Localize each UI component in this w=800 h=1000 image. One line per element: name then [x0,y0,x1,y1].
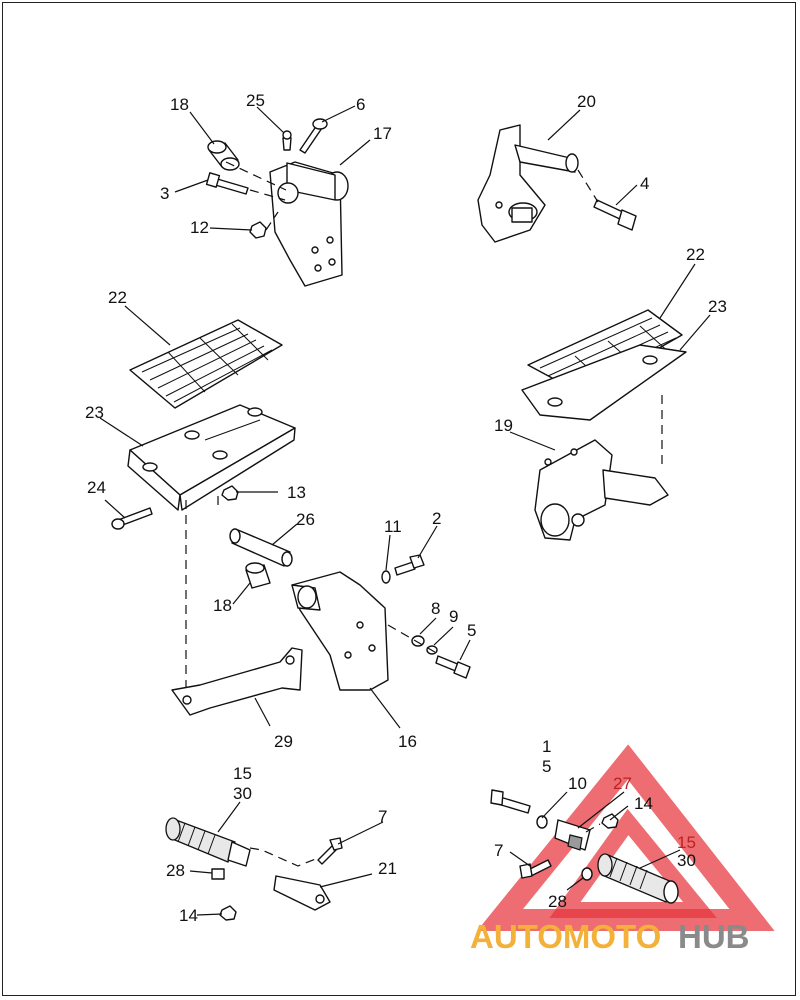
callout-14-right: 14 [634,794,653,813]
callout-28-left: 28 [166,861,185,880]
callout-16: 16 [398,732,417,751]
bracket-17-tube [286,162,336,201]
clip-28-right [581,867,593,881]
callout-7-right: 7 [494,841,503,860]
callout-6: 6 [356,95,365,114]
bolt-7-left [317,837,343,865]
callout-27: 27 [613,774,632,793]
callout-23-right: 23 [708,297,727,316]
callout-7-left: 7 [378,807,387,826]
callout-29: 29 [274,732,293,751]
footpeg-15-right [597,853,679,904]
leader-lines [99,105,711,916]
callout-15-left: 15 [233,764,252,783]
callout-25: 25 [246,91,265,110]
nut-13 [221,485,239,501]
bolt-7-right [519,859,552,879]
callout-4: 4 [640,174,649,193]
callout-22-right: 22 [686,245,705,264]
callout-21: 21 [378,859,397,878]
callout-8: 8 [431,599,440,618]
screw-6 [299,118,328,154]
mount-27 [554,819,591,851]
watermark-triangle-inner [549,808,717,918]
callout-9: 9 [449,607,458,626]
callout-24: 24 [87,478,106,497]
callout-30-left: 30 [233,784,252,803]
callout-28-right: 28 [548,892,567,911]
nut-12 [249,221,267,239]
screw-3 [205,172,249,195]
callout-10: 10 [568,774,587,793]
floorboard-pad-22-left [129,319,283,409]
callout-17: 17 [373,124,392,143]
callout-numbers: 18 25 6 17 3 12 20 4 22 23 22 23 19 24 1… [85,91,727,925]
bracket-17-assembly [269,161,349,287]
callout-26: 26 [296,510,315,529]
callout-11: 11 [384,517,402,536]
spacer-18-middle [245,562,271,589]
washer-8 [411,635,425,647]
bracket-20 [477,124,546,243]
bolt-1 [490,789,531,814]
bracket-19 [534,439,669,541]
washer-10 [536,815,548,829]
callout-19: 19 [494,416,513,435]
callout-2: 2 [432,509,441,528]
floorboard-23-right [521,344,687,421]
bracket-20-tube [514,144,576,173]
bolt-24 [111,507,153,530]
callout-3: 3 [160,184,169,203]
footpeg-15-left [165,817,251,867]
bracket-20-assembly [477,124,579,243]
bracket-29 [171,647,303,716]
nut-14-left [219,905,237,921]
callout-30-right: 30 [677,851,696,870]
callout-5-right: 5 [542,757,551,776]
bolt-4 [593,199,637,231]
clevis-21 [273,875,331,911]
callout-12: 12 [190,218,209,237]
callout-14-left: 14 [179,906,198,925]
callout-23-left: 23 [85,403,104,422]
bolt-2 [394,554,425,576]
clip-28-left [211,868,225,880]
callout-18-top: 18 [170,95,189,114]
spacer-18-top [207,140,240,171]
floorboard-23-left [127,404,296,511]
leader-dash-18-top [225,161,287,191]
bracket-17-hole [277,182,299,204]
washer-11 [381,570,391,584]
callout-18-middle: 18 [213,596,232,615]
grease-fitting-25 [282,130,292,151]
callout-5-middle: 5 [467,621,476,640]
callout-15-right: 15 [677,833,696,852]
callout-20: 20 [577,92,596,111]
bracket-16 [291,571,389,691]
bolt-5 [435,655,471,679]
callout-13: 13 [287,483,306,502]
callout-22-left: 22 [108,288,127,307]
watermark-text-automoto: AUTOMOTO [470,918,661,955]
watermark-text-hub: HUB [678,918,750,955]
spacer-26 [229,528,293,567]
callout-1: 1 [542,737,551,756]
